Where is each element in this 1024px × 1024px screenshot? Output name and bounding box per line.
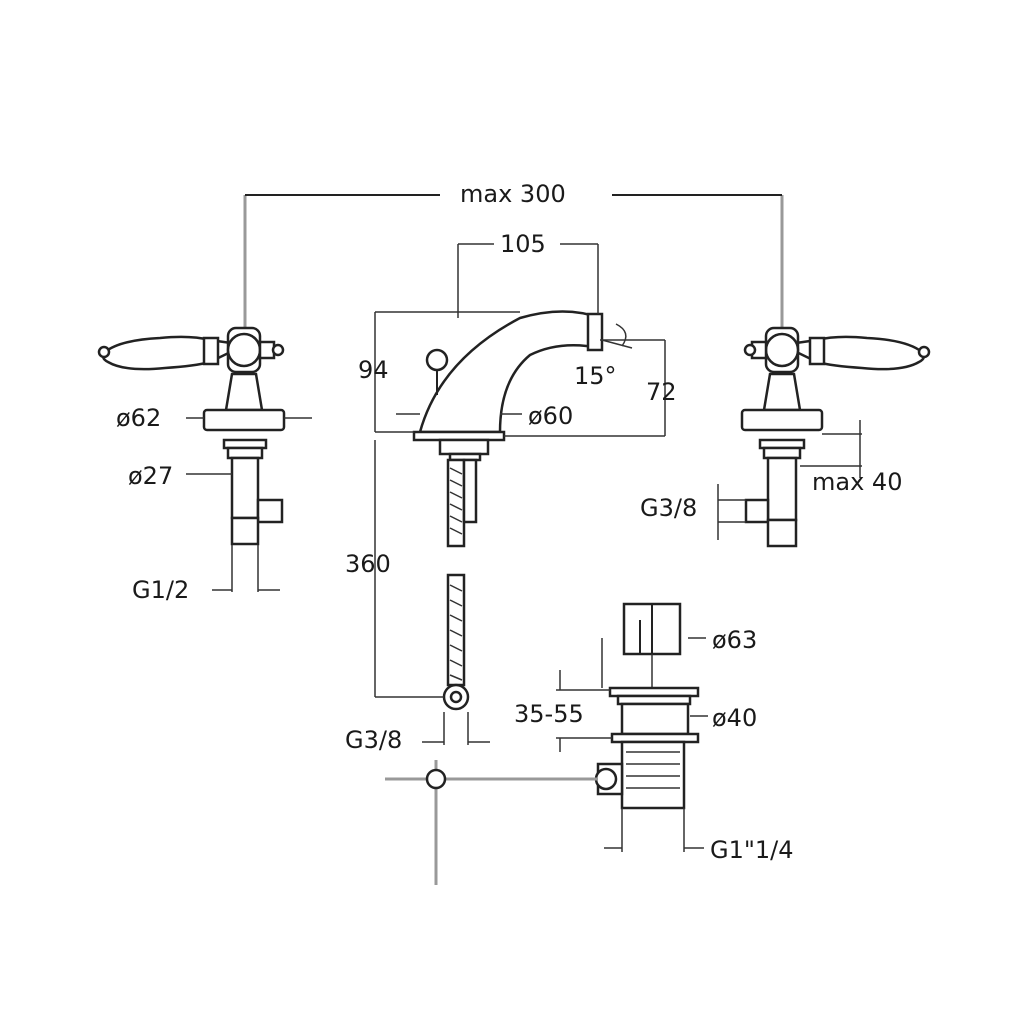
label-dia-63: ø63 (712, 626, 757, 654)
overall-width-dimension (243, 194, 784, 330)
label-94: 94 (358, 356, 389, 384)
right-valve-assembly (717, 326, 931, 548)
label-g3-8-bottom: G3/8 (345, 726, 402, 754)
label-dia-62: ø62 (116, 404, 161, 432)
center-spout-assembly (374, 243, 666, 745)
label-max-40: max 40 (812, 468, 902, 496)
label-max-300: max 300 (460, 180, 566, 208)
label-g3-8-right: G3/8 (640, 494, 697, 522)
label-72: 72 (646, 378, 677, 406)
label-dia-60: ø60 (528, 402, 573, 430)
label-dia-40: ø40 (712, 704, 757, 732)
label-g1-1-4: G1"1/4 (710, 836, 794, 864)
drain-assembly (385, 602, 708, 885)
label-g1-2: G1/2 (132, 576, 189, 604)
label-15-degrees: 15° (574, 362, 617, 390)
label-105: 105 (500, 230, 546, 258)
label-dia-27: ø27 (128, 462, 173, 490)
label-35-55: 35-55 (514, 700, 584, 728)
left-valve-assembly (97, 326, 312, 592)
label-360: 360 (345, 550, 391, 578)
